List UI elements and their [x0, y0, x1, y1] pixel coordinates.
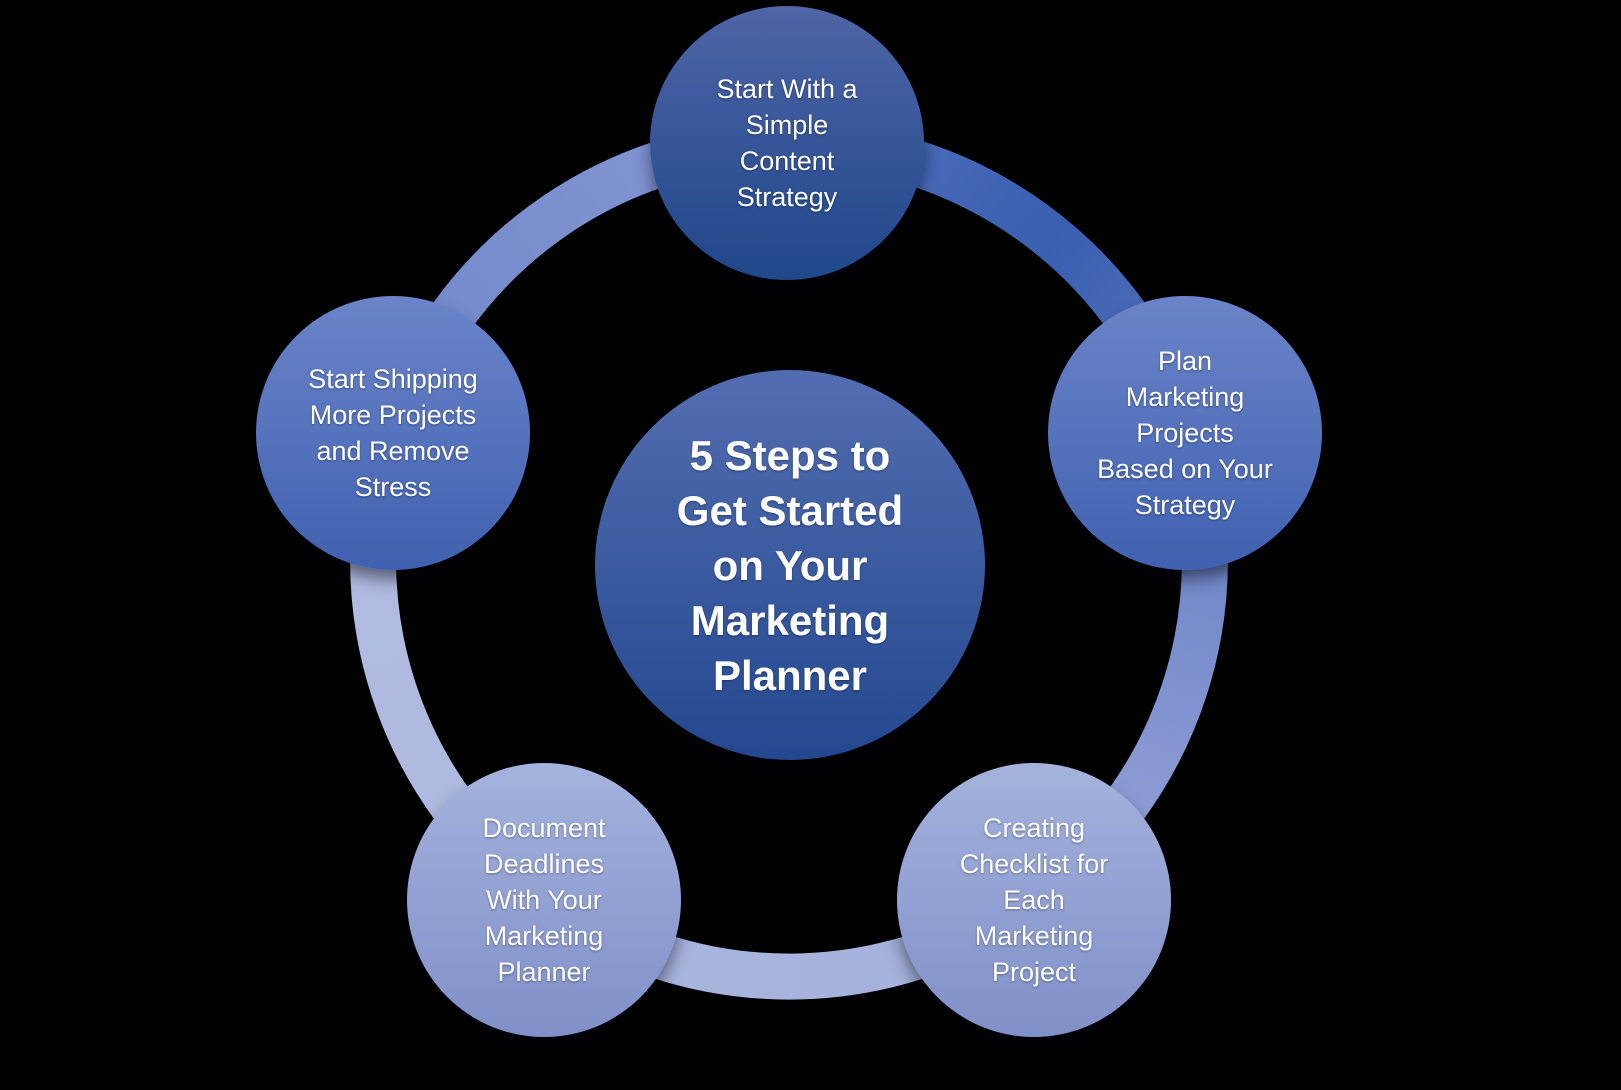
step-circle-2: Plan Marketing Projects Based on Your St…: [1048, 296, 1322, 570]
step-5-label: Start Shipping More Projects and Remove …: [308, 364, 478, 502]
step-circle-1: Start With a Simple Content Strategy: [650, 6, 924, 280]
step-4-label: Document Deadlines With Your Marketing P…: [482, 813, 606, 987]
step-3-label: Creating Checklist for Each Marketing Pr…: [959, 813, 1109, 987]
center-circle: 5 Steps to Get Started on Your Marketing…: [595, 370, 985, 760]
step-circle-4: Document Deadlines With Your Marketing P…: [407, 763, 681, 1037]
step-circle-5: Start Shipping More Projects and Remove …: [256, 296, 530, 570]
step-1-label: Start With a Simple Content Strategy: [716, 74, 858, 212]
diagram-title: 5 Steps to Get Started on Your Marketing…: [676, 431, 904, 699]
step-circle-3: Creating Checklist for Each Marketing Pr…: [897, 763, 1171, 1037]
step-2-label: Plan Marketing Projects Based on Your St…: [1097, 346, 1273, 520]
